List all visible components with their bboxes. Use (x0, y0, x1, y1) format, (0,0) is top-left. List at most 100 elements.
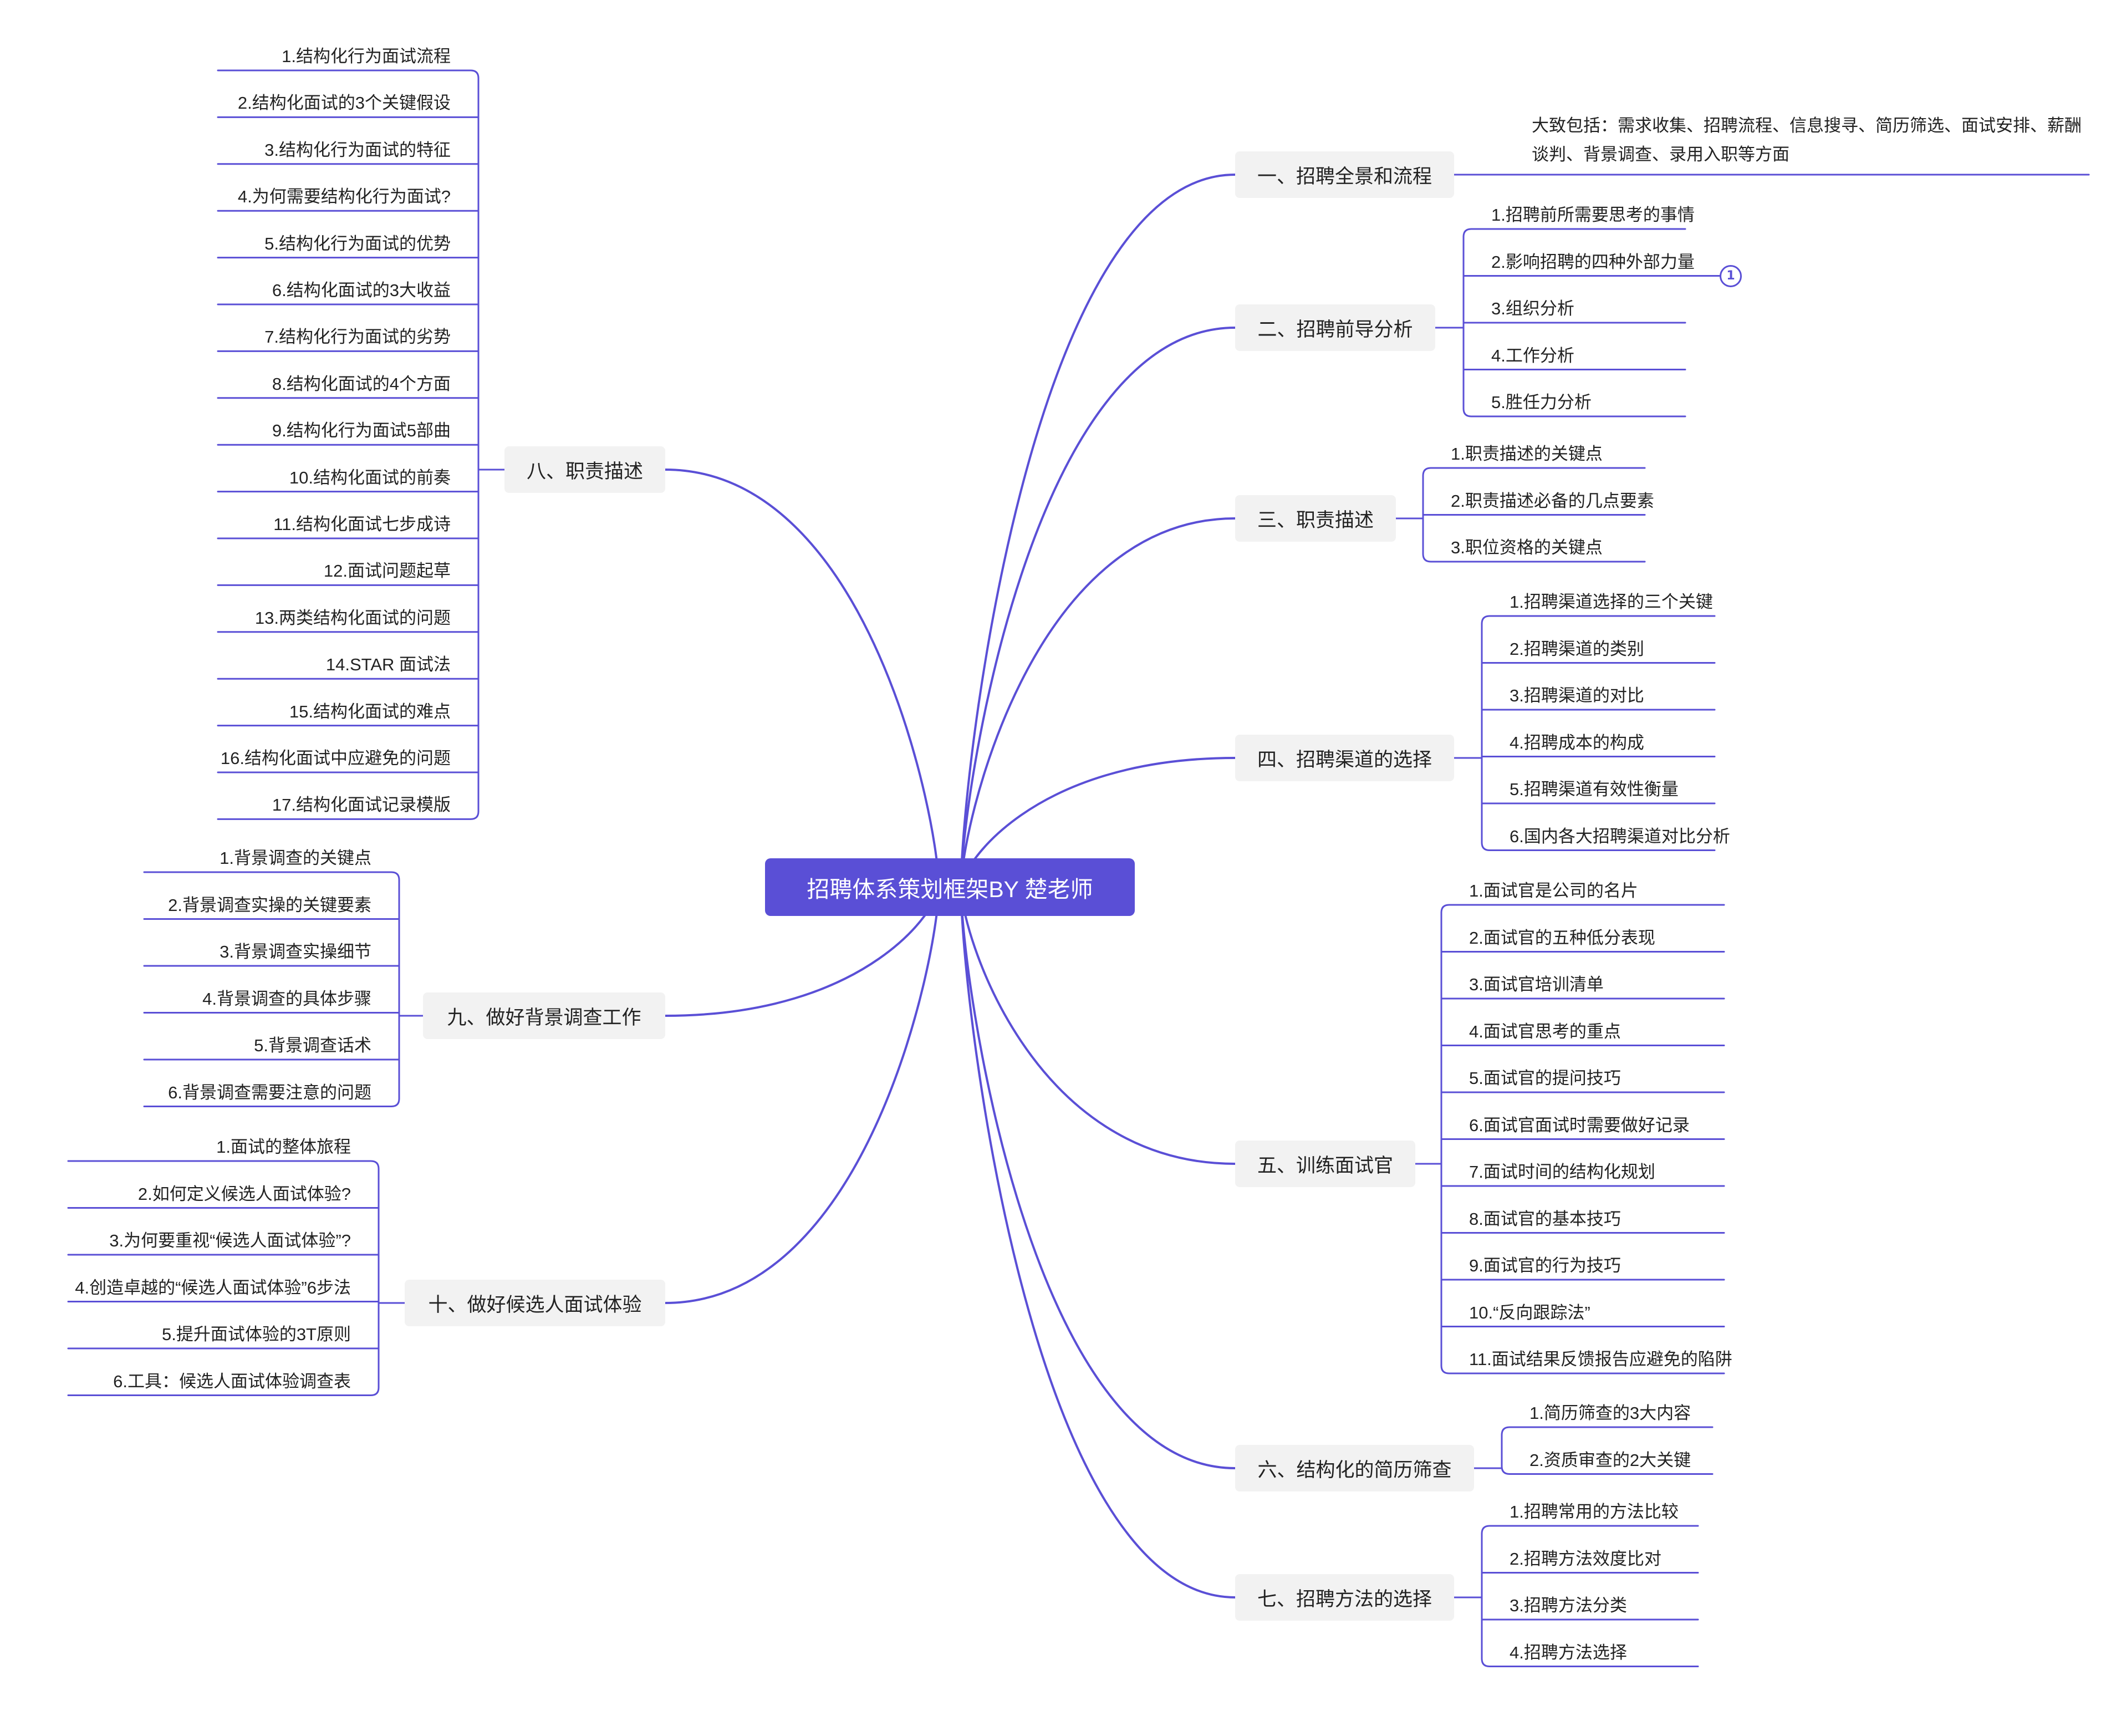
leaf-underline (1481, 1525, 1699, 1535)
leaf-underline (1481, 1658, 1699, 1667)
leaf-topic[interactable]: 12.面试问题起草 (323, 561, 451, 581)
leaf-topic[interactable]: 5.招聘渠道有效性衡量 (1510, 780, 1679, 799)
leaf-topic[interactable]: 6.结构化面试的3大收益 (272, 281, 451, 300)
leaf-underline (1481, 615, 1716, 625)
root-branch-connector (960, 886, 1236, 1469)
leaf-topic[interactable]: 1.招聘常用的方法比较 (1510, 1502, 1679, 1521)
root-branch-connector (960, 517, 1236, 888)
leaf-topic[interactable]: 2.面试官的五种低分表现 (1469, 928, 1655, 948)
leaf-topic[interactable]: 9.面试官的行为技巧 (1469, 1256, 1621, 1275)
branch-topic-5[interactable]: 五、训练面试官 (1235, 1141, 1415, 1187)
leaf-topic[interactable]: 3.结构化行为面试的特征 (264, 140, 451, 160)
branch-topic-9[interactable]: 九、做好背景调查工作 (423, 992, 665, 1039)
leaf-underline (217, 69, 480, 79)
leaf-topic[interactable]: 2.资质审查的2大关键 (1529, 1450, 1691, 1470)
branch-note: 大致包括：需求收集、招聘流程、信息搜寻、简历筛选、面试安排、薪酬谈判、背景调查、… (1532, 116, 2082, 164)
leaf-topic[interactable]: 6.国内各大招聘渠道对比分析 (1510, 826, 1730, 846)
branch-topic-3[interactable]: 三、职责描述 (1235, 495, 1396, 542)
leaf-topic[interactable]: 3.招聘渠道的对比 (1510, 686, 1644, 705)
leaf-topic[interactable]: 9.结构化行为面试5部曲 (272, 421, 451, 441)
root-branch-connector (960, 174, 1236, 888)
root-topic[interactable]: 招聘体系策划框架BY 楚老师 (765, 858, 1135, 916)
leaf-topic[interactable]: 11.结构化面试七步成诗 (273, 515, 451, 534)
leaf-topic[interactable]: 5.提升面试体验的3T原则 (161, 1325, 351, 1344)
branch-topic-4[interactable]: 四、招聘渠道的选择 (1235, 735, 1454, 781)
leaf-topic[interactable]: 3.背景调查实操细节 (220, 942, 371, 961)
leaf-topic[interactable]: 10.“反向跟踪法” (1469, 1302, 1590, 1322)
leaf-topic[interactable]: 10.结构化面试的前奏 (289, 467, 451, 487)
leaf-topic[interactable]: 14.STAR 面试法 (325, 655, 451, 675)
leaf-topic[interactable]: 2.影响招聘的四种外部力量 (1491, 252, 1695, 272)
leaf-topic[interactable]: 3.为何要重视“候选人面试体验”? (109, 1231, 351, 1250)
root-branch-connector (960, 327, 1236, 888)
branch-topic-6[interactable]: 六、结构化的简历筛查 (1235, 1445, 1474, 1491)
leaf-topic[interactable]: 2.如何定义候选人面试体验? (137, 1184, 351, 1204)
leaf-topic[interactable]: 8.结构化面试的4个方面 (272, 374, 451, 394)
leaf-topic[interactable]: 11.面试结果反馈报告应避免的陷阱 (1469, 1350, 1732, 1369)
leaf-topic[interactable]: 13.两类结构化面试的问题 (254, 608, 451, 628)
leaf-topic[interactable]: 4.背景调查的具体步骤 (202, 989, 371, 1009)
leaf-underline (1501, 1426, 1714, 1436)
leaf-topic[interactable]: 7.结构化行为面试的劣势 (264, 327, 451, 347)
leaf-topic[interactable]: 1.面试的整体旅程 (216, 1137, 351, 1157)
leaf-underline (1422, 467, 1646, 477)
leaf-underline (143, 871, 400, 881)
leaf-underline (1481, 842, 1716, 851)
leaf-topic[interactable]: 16.结构化面试中应避免的问题 (220, 749, 451, 768)
branch-topic-2[interactable]: 二、招聘前导分析 (1235, 304, 1435, 351)
leaf-topic[interactable]: 15.结构化面试的难点 (289, 701, 451, 721)
leaf-underline (143, 1098, 400, 1107)
leaf-topic[interactable]: 5.背景调查话术 (254, 1036, 371, 1055)
leaf-topic[interactable]: 6.面试官面试时需要做好记录 (1469, 1115, 1690, 1135)
branch-topic-10[interactable]: 十、做好候选人面试体验 (405, 1280, 665, 1326)
leaf-topic[interactable]: 1.招聘渠道选择的三个关键 (1510, 592, 1713, 612)
leaf-topic[interactable]: 4.招聘方法选择 (1510, 1642, 1627, 1662)
leaf-topic[interactable]: 4.创造卓越的“候选人面试体验”6步法 (75, 1277, 351, 1297)
leaf-topic[interactable]: 6.背景调查需要注意的问题 (168, 1082, 371, 1102)
leaf-topic[interactable]: 1.招聘前所需要思考的事情 (1491, 205, 1695, 225)
root-branch-connector (664, 469, 940, 888)
leaf-topic[interactable]: 2.招聘渠道的类别 (1510, 639, 1644, 659)
leaf-topic[interactable]: 2.职责描述必备的几点要素 (1451, 491, 1654, 511)
leaf-topic[interactable]: 5.面试官的提问技巧 (1469, 1068, 1621, 1088)
leaf-topic[interactable]: 4.招聘成本的构成 (1510, 732, 1644, 752)
branch-topic-1[interactable]: 一、招聘全景和流程 (1235, 151, 1454, 198)
leaf-topic[interactable]: 1.面试官是公司的名片 (1469, 881, 1638, 900)
branch-topic-7[interactable]: 七、招聘方法的选择 (1235, 1574, 1454, 1621)
leaf-underline (67, 1387, 380, 1396)
leaf-underline (1462, 408, 1686, 418)
leaf-underline (67, 1160, 380, 1170)
leaf-topic[interactable]: 2.背景调查实操的关键要素 (168, 895, 371, 915)
leaf-topic[interactable]: 3.面试官培训清单 (1469, 975, 1604, 994)
branch-topic-8[interactable]: 八、职责描述 (504, 446, 665, 493)
leaf-topic[interactable]: 1.结构化行为面试流程 (282, 47, 451, 66)
leaf-underline (1440, 904, 1725, 914)
leaf-topic[interactable]: 3.组织分析 (1491, 299, 1574, 318)
leaf-topic[interactable]: 3.招聘方法分类 (1510, 1596, 1627, 1615)
leaf-topic[interactable]: 5.胜任力分析 (1491, 393, 1592, 412)
leaf-underline (1440, 1365, 1725, 1374)
leaf-topic[interactable]: 1.职责描述的关键点 (1451, 444, 1603, 464)
leaf-underline (1501, 1465, 1714, 1475)
leaf-topic[interactable]: 1.背景调查的关键点 (220, 848, 371, 868)
root-branch-connector (960, 886, 1236, 1165)
leaf-topic[interactable]: 6.工具：候选人面试体验调查表 (113, 1371, 351, 1391)
leaf-topic[interactable]: 8.面试官的基本技巧 (1469, 1209, 1621, 1229)
leaf-topic[interactable]: 2.结构化面试的3个关键假设 (237, 93, 451, 113)
leaf-underline (1462, 228, 1686, 238)
numbered-marker-icon[interactable]: 1 (1720, 264, 1742, 287)
leaf-topic[interactable]: 7.面试时间的结构化规划 (1469, 1162, 1655, 1182)
leaf-topic[interactable]: 5.结构化行为面试的优势 (264, 233, 451, 253)
leaf-topic[interactable]: 4.为何需要结构化行为面试? (237, 187, 451, 207)
leaf-topic[interactable]: 2.招聘方法效度比对 (1510, 1549, 1661, 1569)
leaf-topic[interactable]: 4.工作分析 (1491, 345, 1574, 365)
leaf-underline (1422, 553, 1646, 563)
leaf-topic[interactable]: 17.结构化面试记录模版 (272, 795, 451, 815)
leaf-topic[interactable]: 4.面试官思考的重点 (1469, 1021, 1621, 1041)
leaf-underline (217, 810, 480, 820)
leaf-topic[interactable]: 3.职位资格的关键点 (1451, 538, 1603, 557)
leaf-topic[interactable]: 1.简历筛查的3大内容 (1529, 1403, 1691, 1423)
root-branch-connector (960, 886, 1236, 1598)
